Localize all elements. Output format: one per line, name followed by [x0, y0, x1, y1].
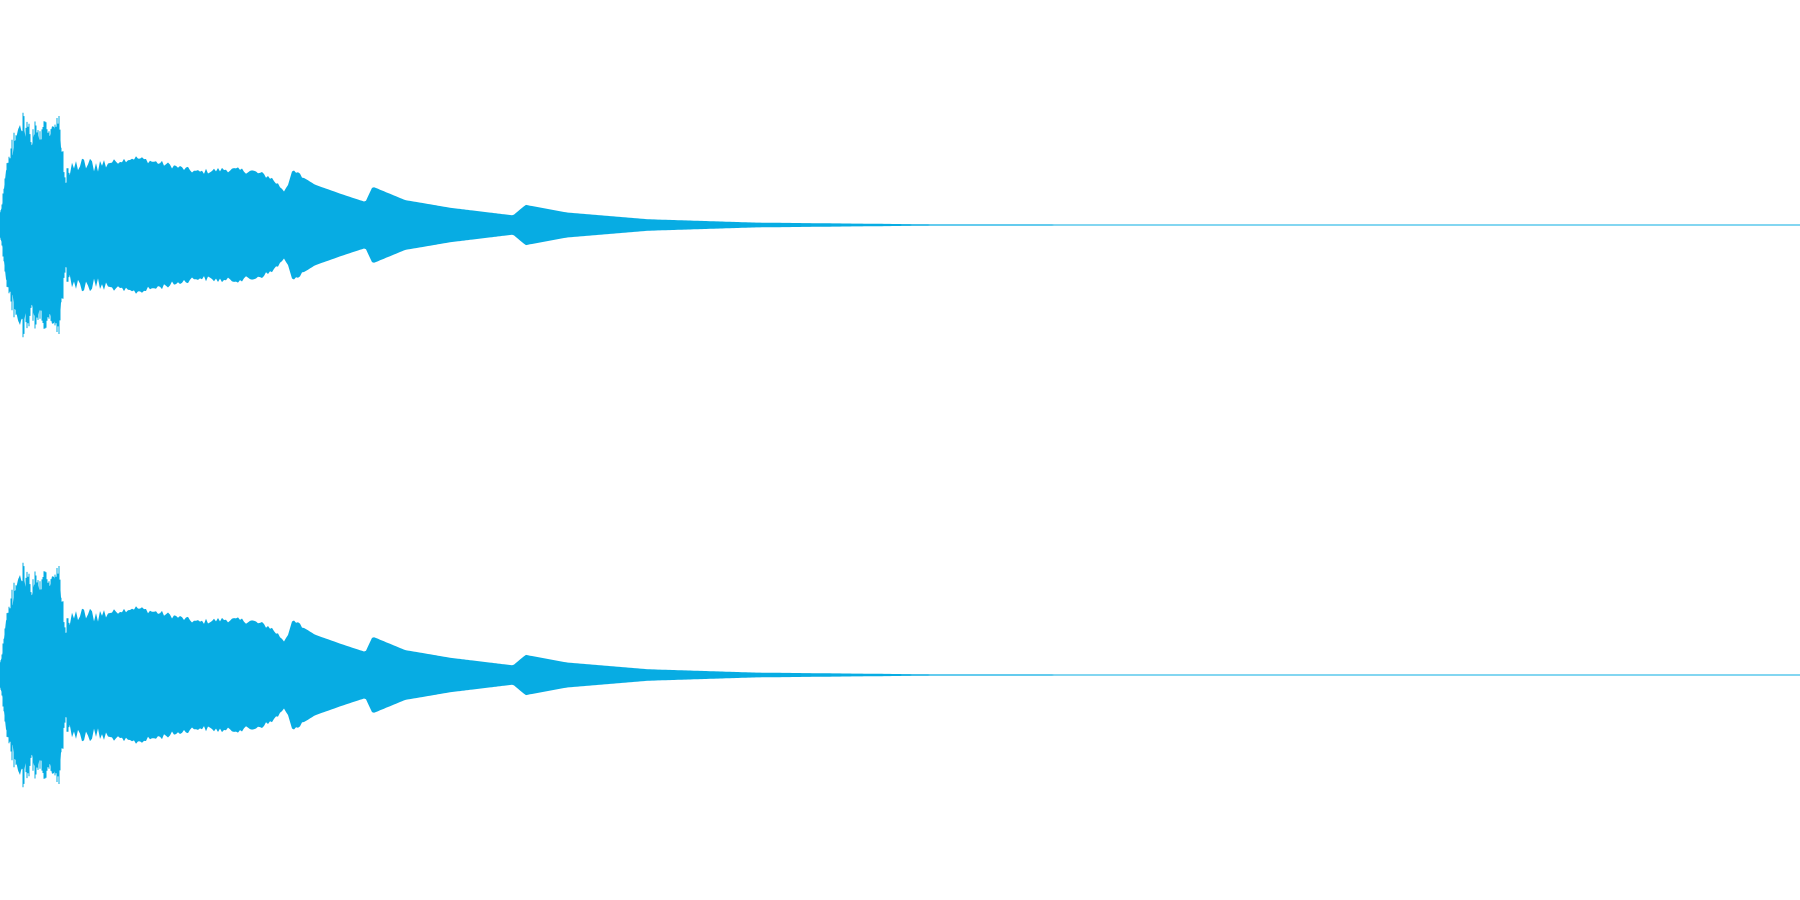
right-channel-track: [0, 450, 1800, 900]
left-channel-waveform: [0, 112, 1800, 338]
left-channel-track: [0, 112, 1800, 338]
right-channel-waveform: [0, 562, 1800, 788]
